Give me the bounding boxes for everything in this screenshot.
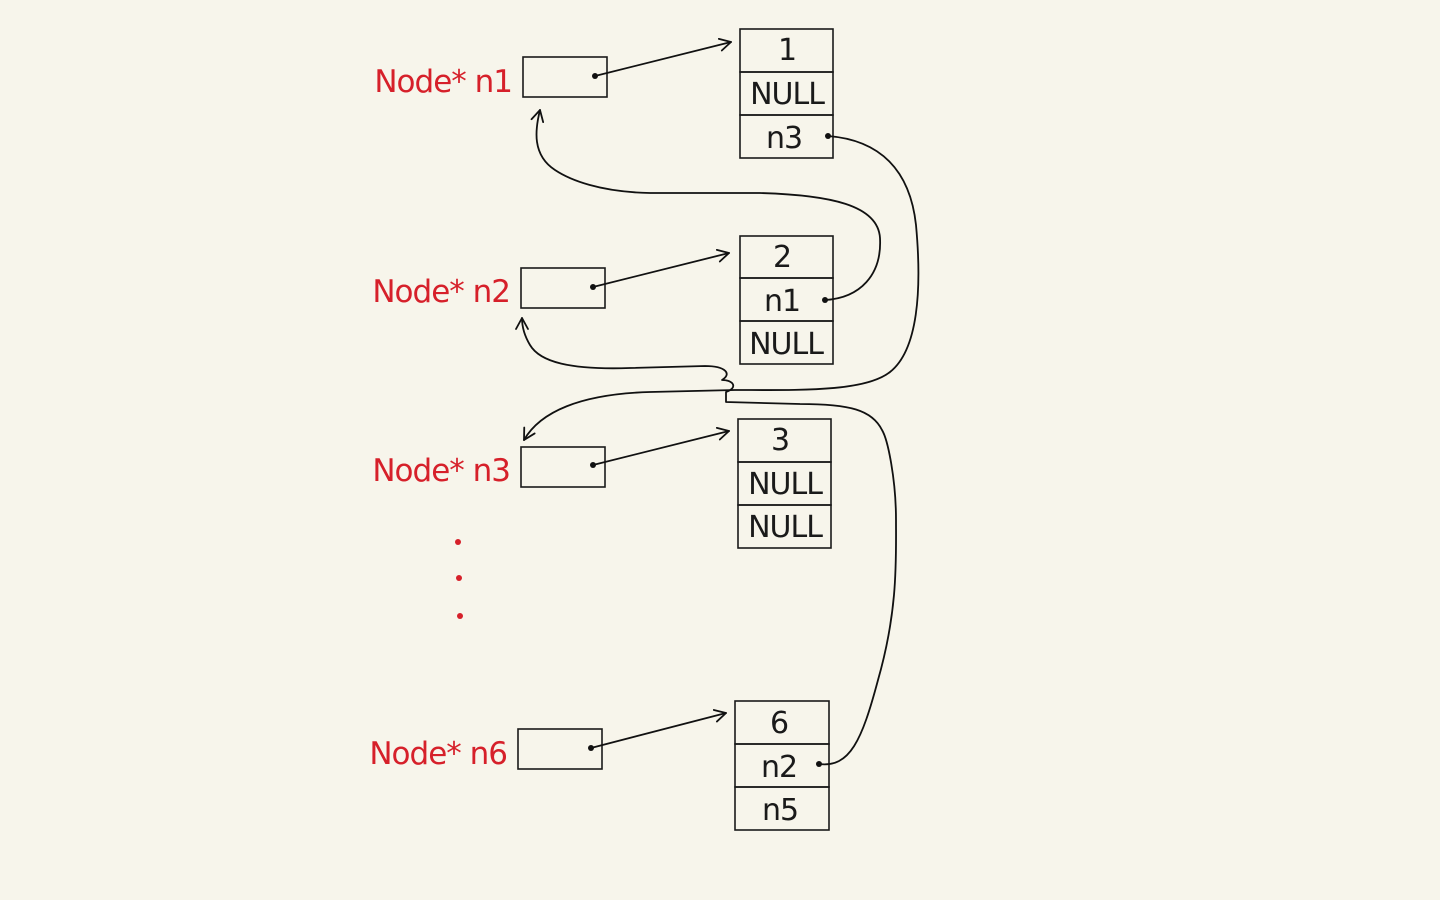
pointer-box-n3 [520, 446, 606, 488]
node-3-left: NULL [748, 467, 823, 502]
node-3-value: 3 [771, 423, 789, 458]
ellipsis-dots [455, 539, 463, 619]
node-6-right: n5 [762, 793, 798, 828]
pointer-n2: Node* n2 [372, 267, 606, 310]
node-6-left: n2 [761, 750, 797, 785]
pointer-label-n2: Node* n2 [372, 274, 510, 310]
node-2-left: n1 [764, 284, 800, 319]
ellipsis-dot [455, 539, 461, 545]
node-2-cell-right [739, 320, 834, 365]
pointer-n3: Node* n3 [372, 446, 606, 489]
arrow-n1-to-node-1 [594, 37, 732, 77]
node-2: 2 n1 NULL [739, 235, 834, 365]
pointer-box-n2 [520, 267, 606, 309]
arrow-n3-to-node-3 [592, 426, 730, 466]
pointer-n6: Node* n6 [369, 728, 603, 772]
pointer-label-n3: Node* n3 [372, 453, 510, 489]
pointer-n1: Node* n1 [374, 56, 608, 100]
pointer-label-n1: Node* n1 [374, 64, 512, 100]
node-6-cell-right [734, 786, 830, 831]
arrow-n6-to-node-6 [590, 709, 727, 749]
arrow-n2-to-node-2 [592, 248, 730, 288]
node-2-right: NULL [749, 327, 824, 362]
node-2-value: 2 [773, 240, 791, 275]
arrow-node-2-left-to-n1 [530, 109, 881, 301]
node-3: 3 NULL NULL [737, 418, 832, 549]
node-3-cell-right [737, 504, 832, 549]
ellipsis-dot [456, 575, 462, 581]
node-6-value: 6 [770, 706, 788, 741]
pointer-box-n6 [517, 728, 603, 770]
arrow-node-6-left-to-n2 [515, 317, 897, 766]
node-1-value: 1 [778, 33, 796, 68]
node-3-right: NULL [748, 510, 823, 545]
node-1: 1 NULL n3 [739, 28, 834, 159]
arrow-node-1-right-to-n3 [523, 135, 920, 441]
pointer-label-n6: Node* n6 [369, 736, 507, 772]
node-1-right: n3 [766, 121, 802, 156]
pointer-box-n1 [522, 56, 608, 98]
ellipsis-dot [457, 613, 463, 619]
node-1-left: NULL [750, 77, 825, 112]
node-6: 6 n2 n5 [734, 700, 830, 831]
